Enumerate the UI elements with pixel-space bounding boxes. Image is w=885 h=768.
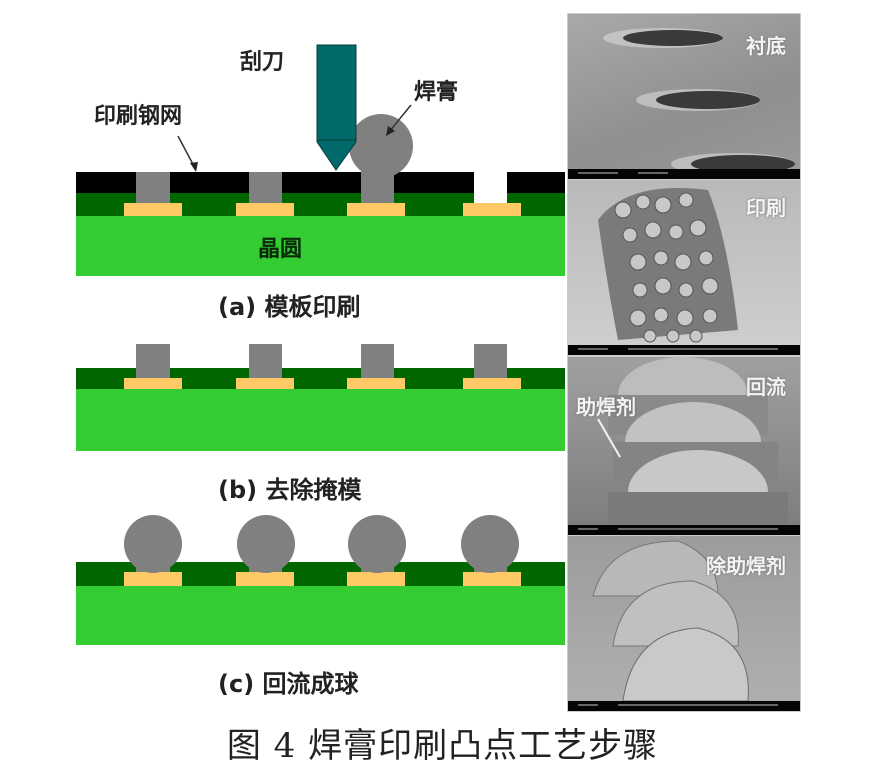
sem-scale-bar bbox=[568, 345, 800, 355]
stencil-label: 印刷钢网 bbox=[94, 104, 183, 129]
sem-annotation-flux: 助焊剂 bbox=[576, 395, 636, 419]
sem-label-printed: 印刷 bbox=[746, 196, 786, 220]
panel-b-subtitle: (b) 去除掩模 bbox=[218, 476, 362, 504]
wafer-label: 晶圆 bbox=[258, 237, 303, 262]
sem-label-substrate: 衬底 bbox=[746, 34, 786, 58]
sem-label-flux-removed: 除助焊剂 bbox=[706, 554, 786, 578]
sem-image-substrate: 衬底 bbox=[567, 13, 801, 180]
sem-image-printed: 印刷 bbox=[567, 179, 801, 356]
sem-image-flux-removed: 除助焊剂 bbox=[567, 535, 801, 712]
stencil-printing-schematic bbox=[76, 44, 565, 276]
squeegee-label: 刮刀 bbox=[240, 50, 285, 75]
reflow-ball-schematic bbox=[76, 515, 565, 645]
sem-image-reflow: 回流 助焊剂 bbox=[567, 356, 801, 536]
solder-paste-label: 焊膏 bbox=[414, 80, 459, 105]
panel-c-subtitle: (c) 回流成球 bbox=[218, 670, 359, 698]
sem-label-reflow: 回流 bbox=[746, 375, 786, 399]
sem-scale-bar bbox=[568, 169, 800, 179]
mask-removal-schematic bbox=[76, 344, 565, 451]
sem-scale-bar bbox=[568, 525, 800, 535]
figure-caption: 图 4 焊膏印刷凸点工艺步骤 bbox=[226, 726, 659, 766]
panel-a-subtitle: (a) 模板印刷 bbox=[218, 293, 361, 321]
sem-scale-bar bbox=[568, 701, 800, 711]
